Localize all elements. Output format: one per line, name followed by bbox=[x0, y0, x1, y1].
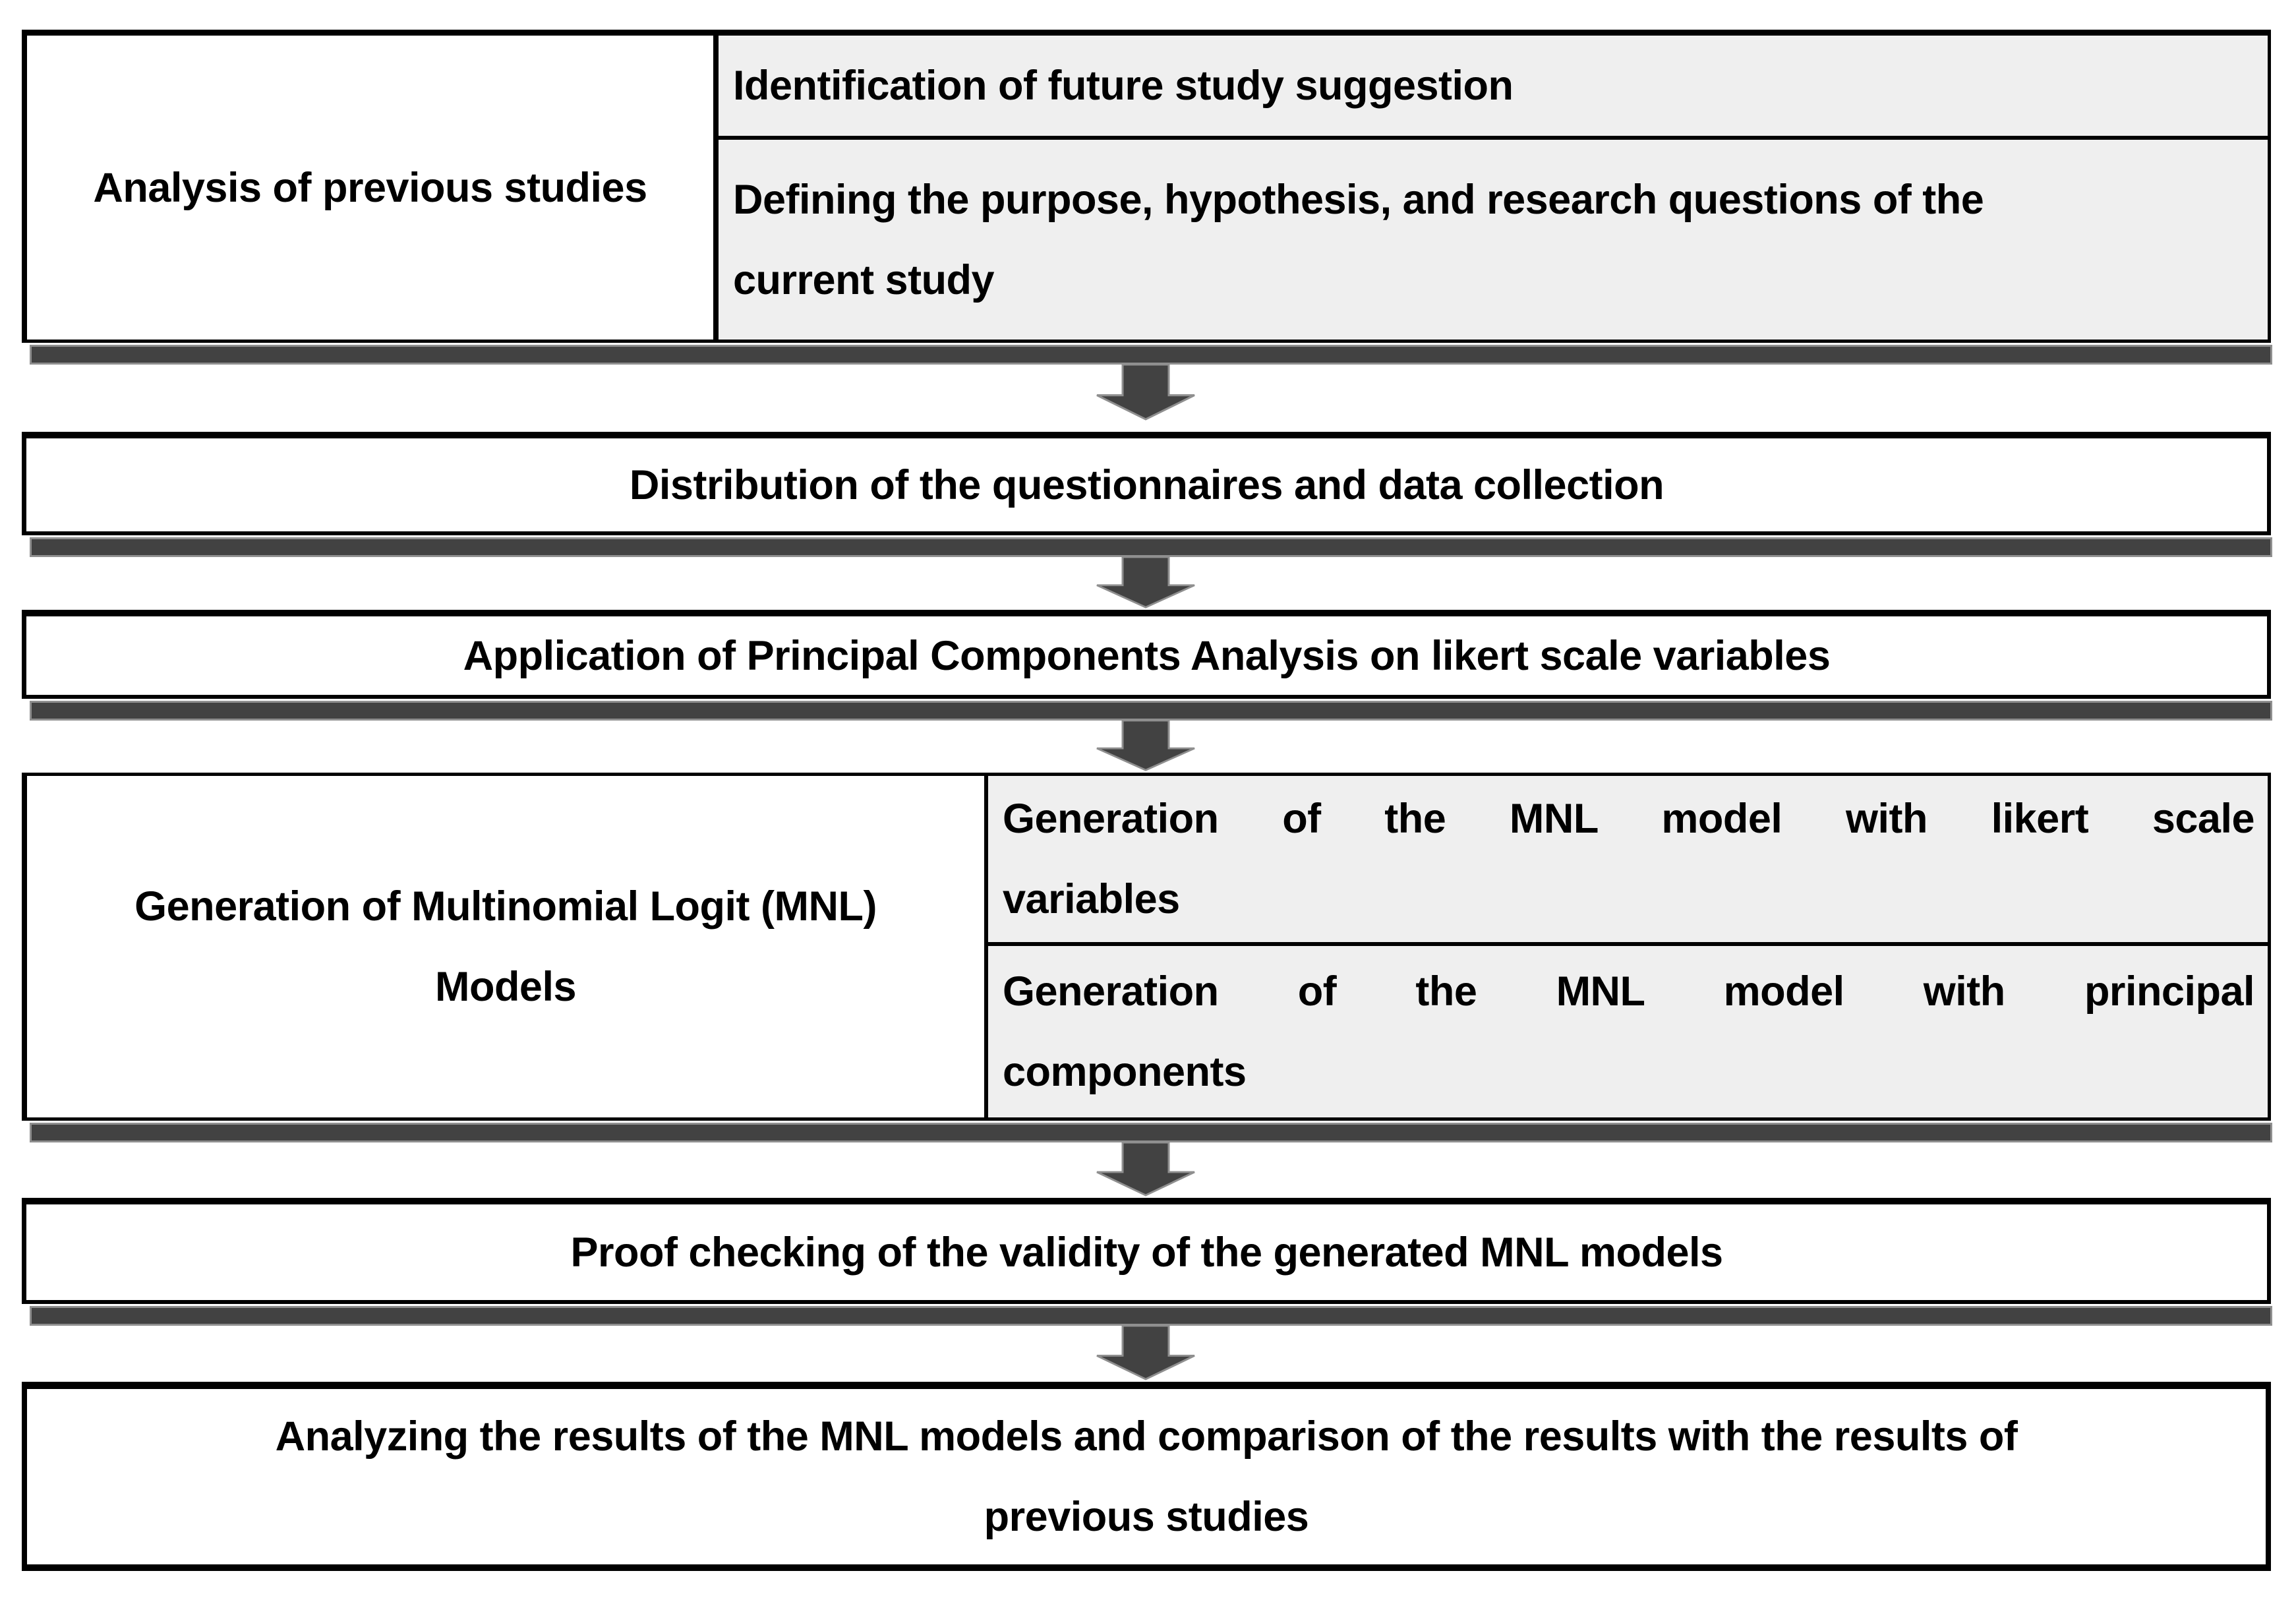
down-arrow-icon bbox=[1096, 1326, 1195, 1380]
step5-label: Proof checking of the validity of the ge… bbox=[570, 1229, 1723, 1276]
step1-shadow bbox=[30, 345, 2272, 365]
step4-right-column: Generation of the MNL model with likert … bbox=[988, 776, 2268, 1117]
step1-right-column: Identification of future study suggestio… bbox=[719, 36, 2268, 340]
step1-right-row2-line1: Defining the purpose, hypothesis, and re… bbox=[733, 176, 1984, 223]
step4-right-row2: Generation of the MNL model with princip… bbox=[988, 946, 2268, 1117]
step4-left-line1: Generation of Multinomial Logit (MNL) bbox=[134, 883, 877, 930]
step1-right-row2-line2: current study bbox=[733, 256, 995, 303]
step1-right-row1: Identification of future study suggestio… bbox=[719, 36, 2268, 140]
step6-box: Analyzing the results of the MNL models … bbox=[22, 1382, 2271, 1571]
down-arrow-icon bbox=[1096, 1142, 1195, 1197]
step2-shadow bbox=[30, 537, 2272, 557]
step1-right-row1-label: Identification of future study suggestio… bbox=[733, 63, 1514, 109]
step3-label: Application of Principal Components Anal… bbox=[463, 632, 1831, 679]
step5-shadow bbox=[30, 1306, 2272, 1326]
step1-left-cell: Analysis of previous studies bbox=[27, 36, 719, 340]
step4-right-row1-line2: variables bbox=[1003, 876, 1180, 922]
step2-box: Distribution of the questionnaires and d… bbox=[22, 432, 2271, 535]
step1-table: Analysis of previous studies Identificat… bbox=[22, 30, 2271, 343]
step4-shadow bbox=[30, 1123, 2272, 1142]
step4-right-row1-line1: Generation of the MNL model with likert … bbox=[1003, 796, 2255, 842]
step4-left-cell: Generation of Multinomial Logit (MNL) Mo… bbox=[27, 776, 988, 1117]
step3-shadow bbox=[30, 701, 2272, 721]
step2-label: Distribution of the questionnaires and d… bbox=[629, 461, 1664, 508]
step4-right-row2-line2: components bbox=[1003, 1049, 1247, 1095]
step6-line1: Analyzing the results of the MNL models … bbox=[275, 1413, 2018, 1460]
step1-right-row2: Defining the purpose, hypothesis, and re… bbox=[719, 140, 2268, 340]
down-arrow-icon bbox=[1096, 721, 1195, 771]
step4-right-row2-line1: Generation of the MNL model with princip… bbox=[1003, 968, 2255, 1015]
step4-left-line2: Models bbox=[434, 964, 577, 1010]
step3-box: Application of Principal Components Anal… bbox=[22, 610, 2271, 699]
down-arrow-icon bbox=[1096, 365, 1195, 421]
step4-table: Generation of Multinomial Logit (MNL) Mo… bbox=[22, 773, 2271, 1121]
down-arrow-icon bbox=[1096, 557, 1195, 608]
step1-left-label: Analysis of previous studies bbox=[93, 164, 647, 211]
step5-box: Proof checking of the validity of the ge… bbox=[22, 1198, 2271, 1304]
step6-line2: previous studies bbox=[984, 1494, 1309, 1540]
step4-right-row1: Generation of the MNL model with likert … bbox=[988, 776, 2268, 946]
